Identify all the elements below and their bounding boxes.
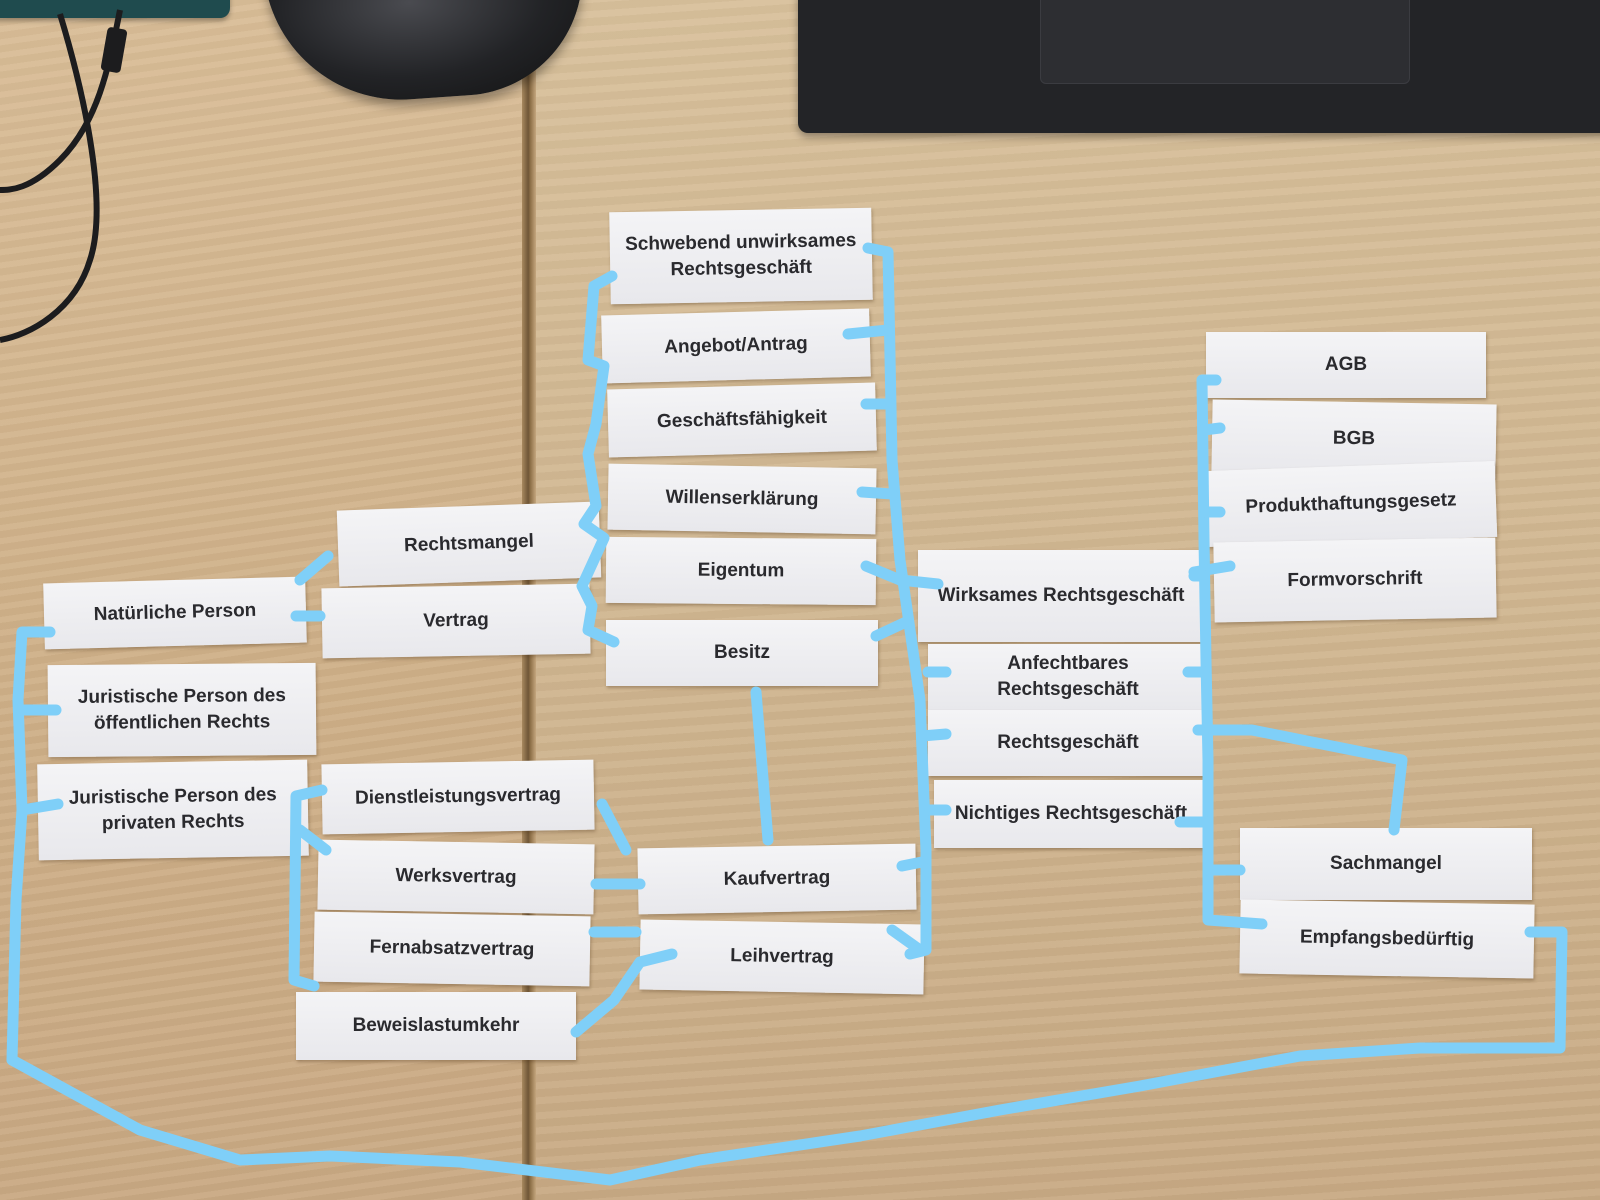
card-leihvertrag: Leihvertrag [639,919,925,995]
card-willenserklaerung: Willenserklärung [607,463,877,535]
card-beweislastumkehr: Beweislastumkehr [296,992,576,1060]
card-werksvertrag: Werksvertrag [317,839,595,915]
laptop-touchpad [1040,0,1410,84]
card-angebot-antrag: Angebot/Antrag [601,308,871,384]
card-formvorschrift: Formvorschrift [1213,537,1497,623]
card-besitz: Besitz [606,620,878,686]
card-nichtiges-rechtsgeschaeft: Nichtiges Rechtsgeschäft [934,780,1208,848]
card-rechtsgeschaeft: Rechtsgeschäft [928,710,1208,776]
card-fernabsatzvertrag: Fernabsatzvertrag [313,911,591,987]
card-empfangsbeduerftig: Empfangsbedürftig [1239,899,1535,979]
card-eigentum: Eigentum [605,536,877,606]
card-anfechtbares-rechtsgeschaeft: Anfechtbares Rechtsgeschäft [928,644,1208,710]
card-agb: AGB [1206,332,1486,398]
phone [0,0,230,18]
card-sachmangel: Sachmangel [1240,828,1532,900]
card-geschaeftsfaehigkeit: Geschäftsfähigkeit [607,382,877,458]
charging-cable [0,9,128,343]
card-wirksames-rechtsgeschaeft: Wirksames Rechtsgeschäft [918,550,1204,642]
card-produkthaftungsgesetz: Produkthaftungsgesetz [1204,460,1498,548]
card-vertrag: Vertrag [321,583,591,659]
card-natuerliche-person: Natürliche Person [43,576,307,650]
card-kaufvertrag: Kaufvertrag [637,843,917,915]
card-rechtsmangel: Rechtsmangel [336,501,602,587]
card-dienstleistungsvertrag: Dienstleistungsvertrag [321,759,595,835]
